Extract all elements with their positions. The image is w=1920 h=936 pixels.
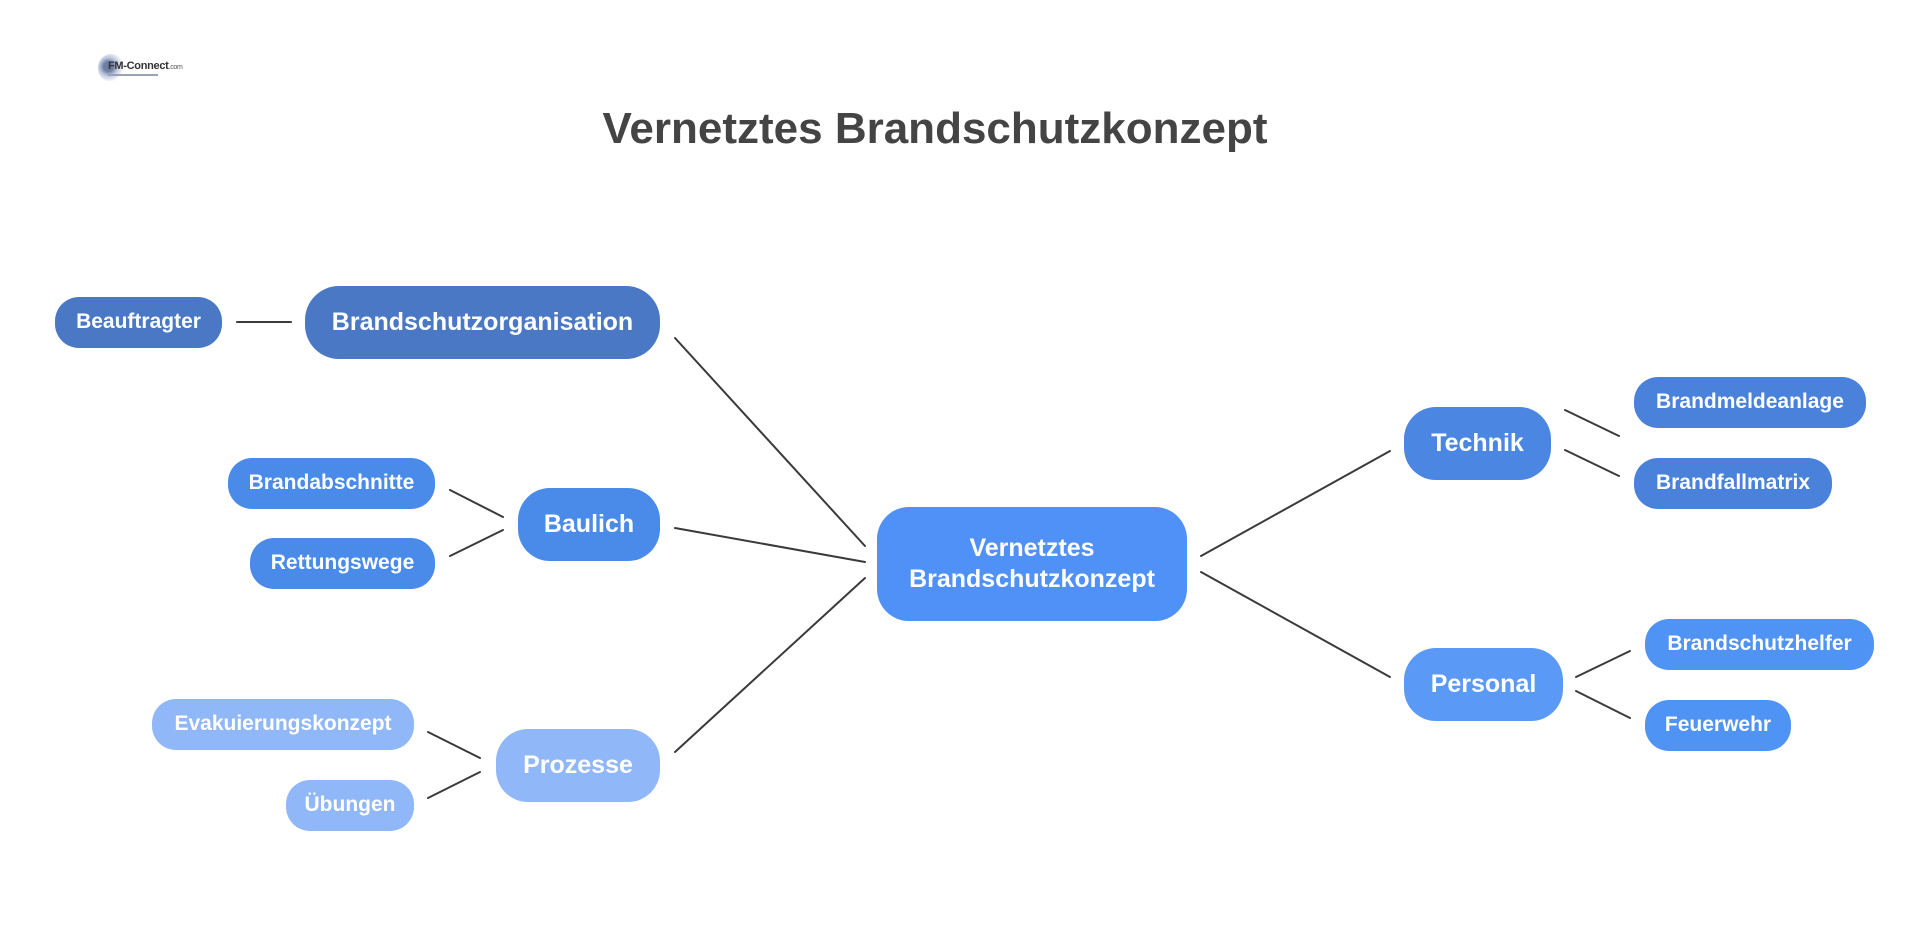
link-personal-brandschutzhelfer xyxy=(1575,650,1631,678)
center-node-line-2: Brandschutzkonzept xyxy=(909,565,1155,593)
leaf-brandmeldeanlage: Brandmeldeanlage xyxy=(1634,377,1866,428)
link-center-technik xyxy=(1200,450,1391,557)
leaf-evakuierungskonzept: Evakuierungskonzept xyxy=(152,699,414,750)
logo-domain: .com xyxy=(168,64,183,71)
logo-tagline-mark xyxy=(108,74,158,76)
link-center-organisation xyxy=(674,337,866,547)
center-node-line-1: Vernetztes xyxy=(969,533,1095,562)
diagram-title: Vernetztes Brandschutzkonzept xyxy=(602,104,1268,153)
link-prozesse-uebungen xyxy=(427,771,481,799)
link-personal-feuerwehr xyxy=(1575,690,1631,719)
logo: FM-Connect.com xyxy=(96,52,183,86)
link-prozesse-evakuierungskonzept xyxy=(427,731,481,759)
link-technik-brandmeldeanlage xyxy=(1564,409,1620,437)
branch-organisation: Brandschutzorganisation xyxy=(305,286,660,359)
logo-splash-icon xyxy=(98,54,124,82)
leaf-brandschutzhelfer: Brandschutzhelfer xyxy=(1645,619,1874,670)
leaf-brandfallmatrix: Brandfallmatrix xyxy=(1634,458,1832,509)
link-baulich-brandabschnitte xyxy=(449,489,504,518)
center-node: Vernetztes Brandschutzkonzept xyxy=(877,507,1187,621)
branch-baulich: Baulich xyxy=(518,488,660,561)
branch-prozesse: Prozesse xyxy=(496,729,660,802)
branch-technik: Technik xyxy=(1404,407,1551,480)
link-center-personal xyxy=(1200,571,1391,678)
logo-text: FM-Connect xyxy=(108,60,169,72)
link-center-baulich xyxy=(674,527,866,563)
leaf-feuerwehr: Feuerwehr xyxy=(1645,700,1791,751)
link-technik-brandfallmatrix xyxy=(1564,449,1620,477)
branch-personal: Personal xyxy=(1404,648,1563,721)
link-baulich-rettungswege xyxy=(449,529,504,557)
leaf-brandabschnitte: Brandabschnitte xyxy=(228,458,435,509)
leaf-rettungswege: Rettungswege xyxy=(250,538,435,589)
leaf-beauftragter: Beauftragter xyxy=(55,297,222,348)
leaf-uebungen: Übungen xyxy=(286,780,414,831)
link-center-prozesse xyxy=(674,577,866,753)
